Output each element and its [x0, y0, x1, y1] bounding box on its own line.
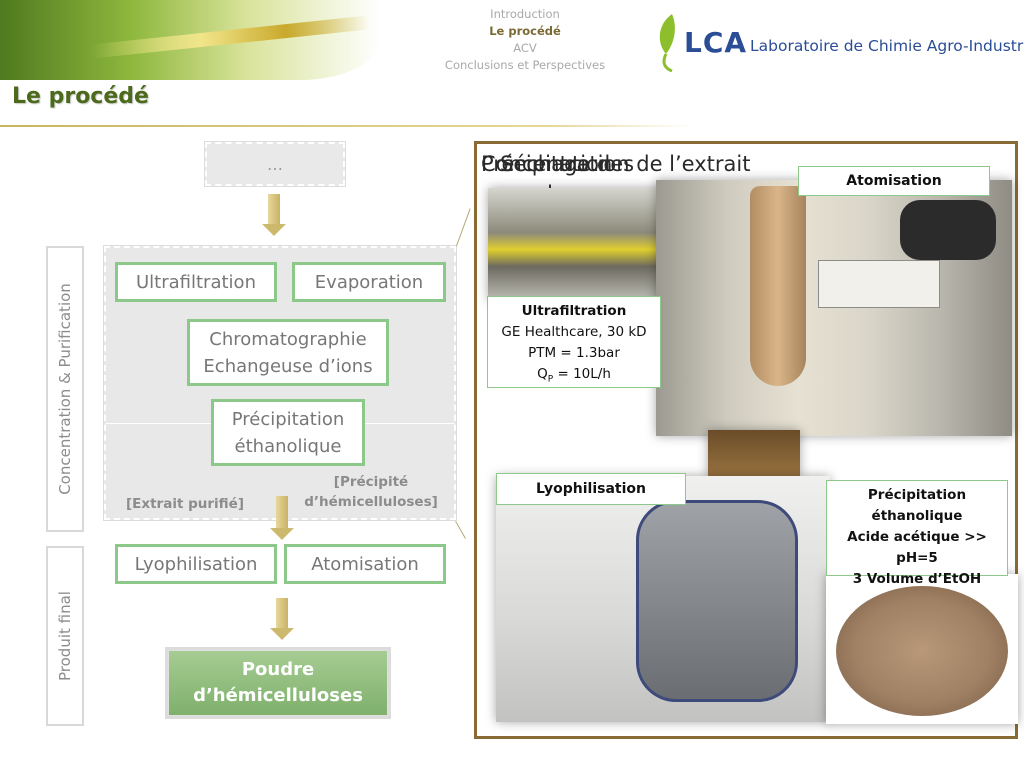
leaf-highlight	[90, 15, 370, 59]
lca-logo: LCA Laboratoire de Chimie Agro-Industrie…	[652, 10, 1024, 72]
powder-photo	[826, 574, 1018, 724]
final-product-line1: Poudre	[241, 659, 315, 680]
step-chromatographie-line2: Echangeuse d’ions	[203, 355, 373, 377]
nav-item-acv[interactable]: ACV	[513, 41, 537, 55]
down-arrow-2	[270, 496, 294, 542]
final-product-line2: d’hémicelluloses	[193, 685, 363, 706]
previous-steps-box: …	[204, 141, 346, 187]
leaf-logo-icon	[659, 14, 675, 72]
callout-ultrafiltration-line1: GE Healthcare, 30 kD	[501, 324, 647, 340]
down-arrow-1	[262, 194, 286, 238]
flow-rate-symbol: Q	[537, 366, 548, 382]
side-label-final-text: Produit final	[56, 591, 74, 681]
final-product-box: Poudre d’hémicelluloses	[168, 650, 388, 716]
zoom-connector-top	[456, 208, 471, 247]
leaf-banner-image	[0, 0, 380, 80]
callout-precipitation: Précipitation éthanolique Acide acétique…	[826, 480, 1008, 587]
callout-lyophilisation: Lyophilisation	[496, 473, 686, 505]
section-nav: Introduction Le procédé ACV Conclusions …	[420, 6, 630, 74]
step-lyophilisation-label: Lyophilisation	[134, 553, 258, 575]
step-atomisation-label: Atomisation	[311, 553, 419, 575]
label-extrait-purifie: [Extrait purifié]	[126, 496, 244, 512]
side-label-purification-text: Concentration & Purification	[56, 283, 74, 495]
step-chromatographie-line1: Chromatographie	[209, 328, 367, 350]
step-lyophilisation: Lyophilisation	[115, 544, 277, 584]
step-precipitation: Précipitation éthanolique	[211, 399, 365, 466]
beaker-photo	[708, 430, 800, 478]
overlap-title-precipitation: Précipitation	[481, 152, 613, 176]
overlap-title-concentration: Concentration de l’extrait	[481, 152, 751, 176]
flow-rate-subscript: P	[547, 374, 554, 385]
atomisation-photo	[656, 180, 1012, 436]
step-ultrafiltration: Ultrafiltration	[115, 262, 277, 302]
nav-item-le-procede[interactable]: Le procédé	[489, 24, 561, 38]
logo-lab-name: Laboratoire de Chimie Agro-Industrielle	[750, 37, 1024, 55]
step-atomisation: Atomisation	[284, 544, 446, 584]
flow-rate-value: = 10L/h	[553, 366, 611, 382]
step-precipitation-line1: Précipitation	[231, 408, 345, 430]
callout-ultrafiltration-line2: PTM = 1.3bar	[528, 345, 620, 361]
callout-precipitation-line2: 3 Volume d’EtOH	[852, 571, 982, 587]
atomiser-control-panel	[818, 260, 940, 308]
callout-precipitation-line1: Acide acétique >> pH=5	[847, 529, 987, 566]
title-divider	[0, 125, 692, 127]
step-precipitation-line2: éthanolique	[234, 435, 342, 457]
label-precipite-line2: d’hémicelluloses]	[304, 494, 438, 510]
side-label-purification: Concentration & Purification	[46, 246, 84, 532]
side-label-final: Produit final	[46, 546, 84, 726]
nav-item-conclusions[interactable]: Conclusions et Perspectives	[444, 58, 606, 72]
callout-ultrafiltration-line3: QP = 10L/h	[488, 364, 660, 391]
powder-dish	[836, 586, 1008, 716]
freeze-dryer-chamber	[636, 500, 798, 702]
label-precipite: [Précipité d’hémicelluloses]	[298, 472, 444, 512]
step-ultrafiltration-label: Ultrafiltration	[136, 271, 256, 293]
down-arrow-3	[270, 598, 294, 642]
callout-ultrafiltration-title: Ultrafiltration	[521, 303, 627, 319]
nav-item-introduction[interactable]: Introduction	[490, 7, 560, 21]
callout-precipitation-title2: éthanolique	[871, 508, 963, 524]
callout-precipitation-title1: Précipitation	[867, 487, 967, 503]
atomiser-column	[750, 186, 806, 386]
zoom-connector-bottom	[455, 521, 466, 539]
ultrafiltration-photo	[488, 188, 670, 300]
step-chromatographie: Chromatographie Echangeuse d’ions	[187, 319, 389, 386]
callout-ultrafiltration: Ultrafiltration GE Healthcare, 30 kD PTM…	[487, 296, 661, 388]
page-title: Le procédé	[12, 84, 149, 109]
logo-acronym: LCA	[684, 26, 748, 59]
extraction-hood	[900, 200, 996, 260]
step-evaporation-label: Evaporation	[314, 271, 424, 293]
label-precipite-line1: [Précipité	[333, 474, 409, 490]
callout-atomisation: Atomisation	[798, 166, 990, 196]
step-evaporation: Evaporation	[292, 262, 446, 302]
lyophilisation-photo	[496, 476, 830, 722]
overlap-title-sechage: Séchage des	[500, 152, 635, 176]
